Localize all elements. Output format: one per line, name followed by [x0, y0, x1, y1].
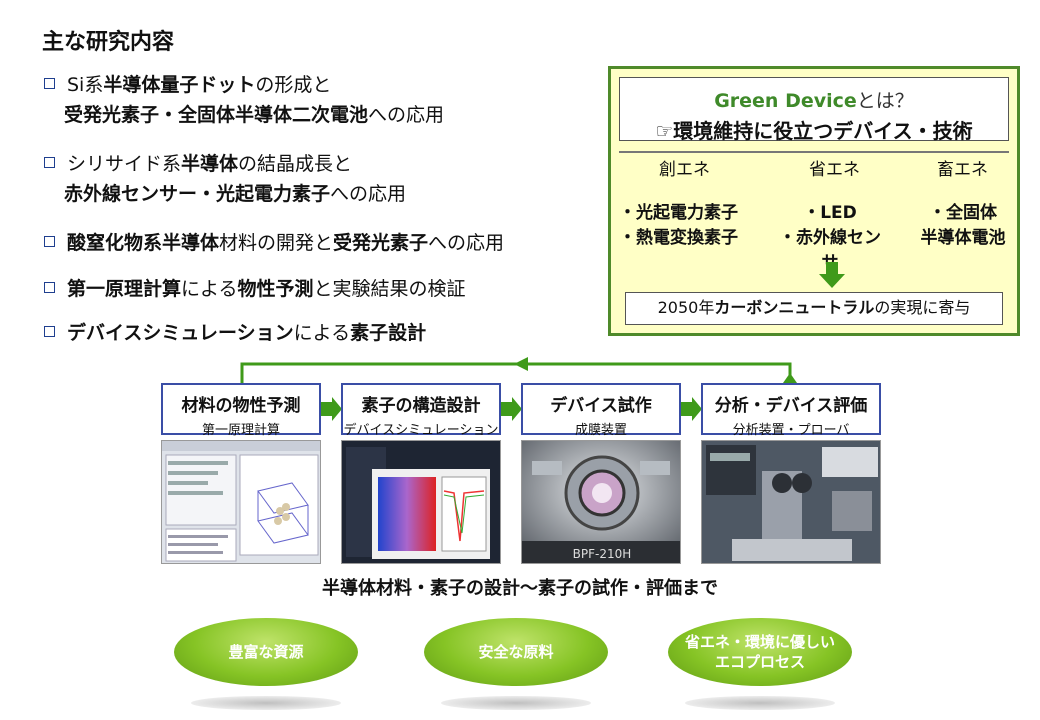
oval-text: 省エネ・環境に優しい	[684, 633, 835, 651]
oval-shadow	[685, 696, 835, 710]
step-subtitle: 成膜装置	[574, 423, 627, 438]
oval-text: 豊富な資源	[228, 643, 304, 661]
bullet-item-1: Si系半導体量子ドットの形成と 受発光素子・全固体半導体二次電池への応用	[44, 70, 444, 130]
green-device-subtitle: ☞環境維持に役立つデバイス・技術	[655, 119, 973, 143]
checkbox-square-icon	[44, 78, 55, 89]
bullet-text: への応用	[368, 104, 445, 126]
divider	[619, 151, 1009, 153]
items-save-energy: ・LED ・赤外線センサ	[775, 201, 885, 276]
oval-abundant-resources: 豊富な資源	[174, 618, 358, 686]
bullet-text: Si系	[67, 74, 104, 96]
bullet-bold-text: 赤外線センサー・光起電力素子	[64, 183, 331, 205]
item-battery: 半導体電池	[920, 228, 1006, 248]
bullet-item-4: 第一原理計算による物性予測と実験結果の検証	[44, 274, 465, 304]
oval-shadow	[191, 696, 341, 710]
items-store-energy: ・全固体 半導体電池	[907, 201, 1019, 251]
carbon-neutral-box: 2050年カーボンニュートラルの実現に寄与	[625, 292, 1003, 325]
step-title: 材料の物性予測	[181, 396, 301, 416]
step-analysis-evaluation: 分析・デバイス評価 分析装置・プローバ	[701, 383, 881, 438]
bullet-bold-text: 受発光素子	[333, 232, 429, 254]
category-create-energy: 創エネ	[659, 160, 710, 180]
photo-probe-station	[701, 440, 881, 564]
bullet-text: による	[181, 278, 238, 300]
footer-suffix: の実現に寄与	[874, 298, 971, 317]
bullet-bold-text: 第一原理計算	[67, 278, 182, 300]
oval-safe-materials: 安全な原料	[424, 618, 608, 686]
equipment-model-label: BPF-210H	[573, 547, 632, 561]
oval-text-line2: エコプロセス	[714, 653, 805, 671]
item-all-solid: ・全固体	[929, 203, 997, 223]
checkbox-square-icon	[44, 326, 55, 337]
step-title: 素子の構造設計	[361, 396, 481, 416]
bullet-text: 材料の開発と	[219, 232, 334, 254]
step-title: デバイス試作	[550, 396, 652, 416]
process-caption: 半導体材料・素子の設計～素子の試作・評価まで	[322, 578, 718, 599]
bullet-text: の形成と	[255, 74, 332, 96]
bullet-item-3: 酸窒化物系半導体材料の開発と受発光素子への応用	[44, 228, 504, 258]
green-device-header: Green Deviceとは？ ☞環境維持に役立つデバイス・技術	[619, 77, 1009, 143]
oval-text: 安全な原料	[478, 643, 554, 661]
step-subtitle: 分析装置・プローバ	[732, 423, 850, 438]
category-save-energy: 省エネ	[809, 160, 860, 180]
items-create-energy: ・光起電力素子 ・熱電変換素子	[619, 201, 738, 251]
green-device-panel: Green Deviceとは？ ☞環境維持に役立つデバイス・技術 創エネ 省エネ…	[608, 66, 1020, 336]
arrow-down-icon	[819, 262, 845, 288]
photo-first-principles-software	[161, 440, 321, 564]
bullet-bold-text: 素子設計	[350, 322, 427, 344]
bullet-text: の結晶成長と	[238, 153, 353, 175]
step-property-prediction: 材料の物性予測 第一原理計算	[161, 383, 321, 438]
checkbox-square-icon	[44, 236, 55, 247]
bullet-bold-text: 酸窒化物系半導体	[67, 232, 220, 254]
oval-eco-process: 省エネ・環境に優しい エコプロセス	[668, 618, 852, 686]
bullet-bold-text: 受発光素子・全固体半導体二次電池	[64, 104, 369, 126]
bullet-item-5: デバイスシミュレーションによる素子設計	[44, 318, 426, 348]
category-store-energy: 畜エネ	[937, 160, 988, 180]
item-photovoltaic: ・光起電力素子	[619, 203, 738, 223]
bullet-bold-text: デバイスシミュレーション	[67, 322, 294, 344]
bullet-text: による	[293, 322, 351, 344]
bullet-item-2: シリサイド系半導体の結晶成長と 赤外線センサー・光起電力素子への応用	[44, 149, 406, 209]
step-subtitle: デバイスシミュレーション	[343, 423, 499, 438]
step-structure-design: 素子の構造設計 デバイスシミュレーション	[341, 383, 501, 438]
bullet-text: と実験結果の検証	[313, 278, 466, 300]
bullet-bold-text: 物性予測	[237, 278, 314, 300]
oval-shadow	[441, 696, 591, 710]
bullet-bold-text: 半導体	[181, 153, 239, 175]
bullet-text: への応用	[428, 232, 505, 254]
footer-year: 2050年	[657, 298, 715, 317]
photo-deposition-equipment: BPF-210H	[521, 440, 681, 564]
bullet-text: シリサイド系	[67, 153, 182, 175]
bullet-text: への応用	[330, 183, 407, 205]
green-device-title-suffix: とは？	[856, 90, 914, 112]
step-device-prototype: デバイス試作 成膜装置	[521, 383, 681, 438]
page-title: 主な研究内容	[42, 30, 175, 55]
step-title: 分析・デバイス評価	[714, 396, 868, 416]
footer-carbon-neutral: カーボンニュートラル	[714, 298, 875, 317]
checkbox-square-icon	[44, 157, 55, 168]
photo-device-simulation	[341, 440, 501, 564]
item-thermoelectric: ・熱電変換素子	[619, 228, 738, 248]
step-subtitle: 第一原理計算	[201, 423, 280, 438]
bullet-bold-text: 半導体量子ドット	[103, 74, 256, 96]
green-device-title: Green Device	[714, 90, 857, 112]
checkbox-square-icon	[44, 282, 55, 293]
item-led: ・LED	[803, 203, 857, 223]
